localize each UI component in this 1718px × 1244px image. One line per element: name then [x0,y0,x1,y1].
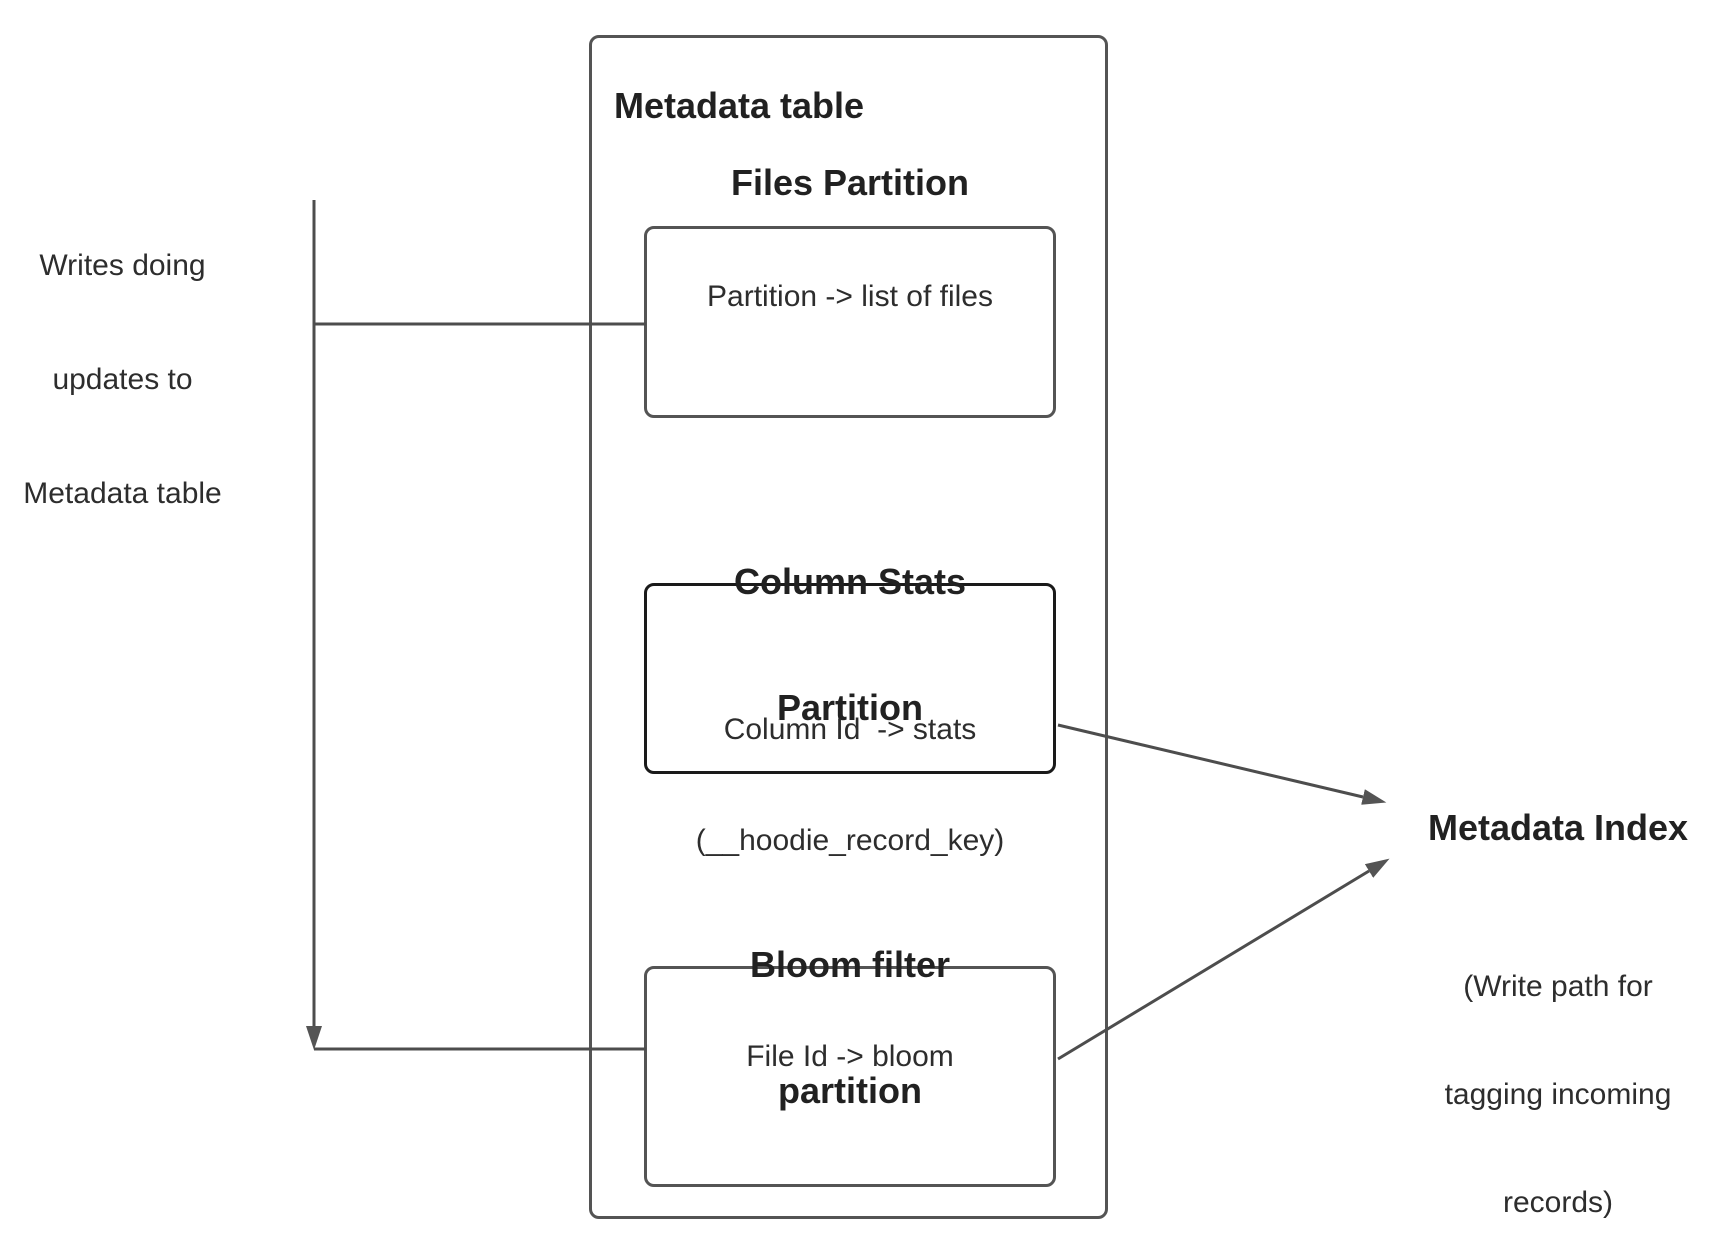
files-partition-box [644,226,1056,418]
bloom-filter-heading-line: partition [778,1070,922,1111]
column-stats-label-line: (__hoodie_record_key) [695,824,1005,857]
column-stats-box [644,583,1056,774]
bloom-filter-heading: Bloom filter partition [644,860,1056,1196]
writes-note-line: Metadata table [23,477,222,510]
metadata-index-title: Metadata Index [1427,807,1689,848]
column-stats-heading-line: Column Stats [733,561,966,602]
metadata-index-subtitle-line: records) [1502,1186,1614,1219]
files-partition-heading: Files Partition [730,162,970,203]
column-stats-heading: Column Stats Partition [644,477,1056,813]
bloom-filter-heading-line: Bloom filter [749,944,950,985]
writes-note: Writes doing updates to Metadata table [15,171,230,589]
writes-note-line: Writes doing [39,249,206,282]
writes-note-line: updates to [52,363,193,396]
bloom-filter-box [644,966,1056,1187]
bloom-filter-label: File Id -> bloom [746,1040,954,1073]
column-stats-label-line: Column Id -> stats [723,713,977,746]
column-stats-label: Column Id -> stats (__hoodie_record_key) [644,637,1056,933]
metadata-table-box [589,35,1108,1219]
metadata-index-subtitle: (Write path for tagging incoming records… [1408,897,1708,1244]
metadata-index-subtitle-line: (Write path for [1463,970,1653,1003]
column-stats-heading-line: Partition [776,687,923,728]
metadata-index-subtitle-line: tagging incoming [1444,1078,1672,1111]
files-partition-label: Partition -> list of files [707,280,993,313]
metadata-table-title: Metadata table [614,85,865,126]
